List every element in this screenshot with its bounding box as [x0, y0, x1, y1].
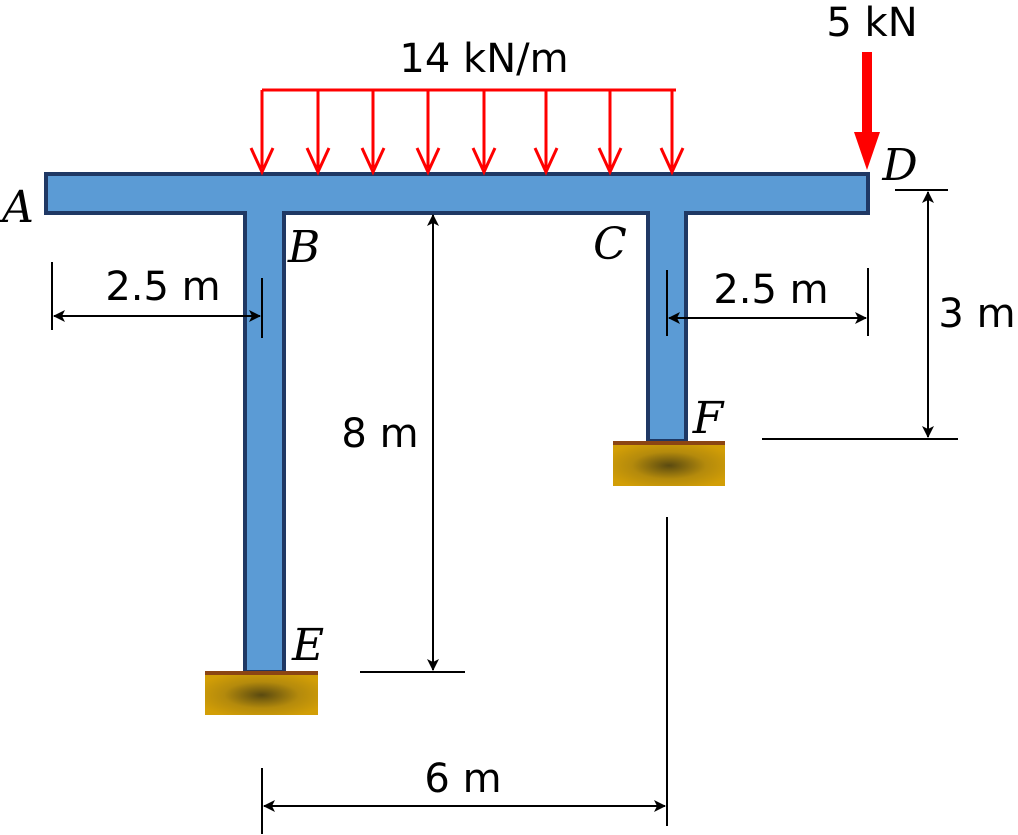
point-f-label: F [692, 393, 725, 444]
point-b-label: B [287, 222, 320, 273]
distributed-load-arrowhead [597, 147, 623, 176]
point-e-label: E [291, 620, 324, 671]
column-spacing-label: 6 m [424, 756, 501, 802]
dim-column-cf [762, 189, 958, 440]
dim-left-overhang [51, 262, 263, 338]
distributed-load-arrowhead [249, 147, 275, 176]
left-overhang-label: 2.5 m [105, 264, 220, 310]
fixed-support-e [205, 671, 318, 715]
distributed-load-arrowhead [415, 147, 441, 176]
point-load-arrow [854, 52, 880, 170]
right-overhang-label: 2.5 m [713, 267, 828, 313]
distributed-load [249, 88, 685, 176]
point-c-label: C [593, 219, 627, 270]
distributed-load-arrowhead [659, 147, 685, 176]
distributed-load-label: 14 kN/m [399, 36, 568, 82]
distributed-load-arrowhead [533, 147, 559, 176]
dim-column-spacing [261, 517, 668, 834]
distributed-load-arrowhead [305, 147, 331, 176]
distributed-load-arrowhead [360, 147, 386, 176]
point-a-label: A [0, 182, 34, 233]
point-d-label: D [881, 140, 917, 191]
column-cf-height-label: 3 m [938, 291, 1015, 337]
fixed-support-f [613, 441, 725, 486]
point-load-label: 5 kN [826, 0, 917, 46]
dim-right-overhang [666, 268, 869, 336]
dim-column-be [360, 214, 465, 673]
distributed-load-arrowhead [471, 147, 497, 176]
column-be-height-label: 8 m [341, 411, 418, 457]
beam-and-column-be [44, 172, 870, 674]
